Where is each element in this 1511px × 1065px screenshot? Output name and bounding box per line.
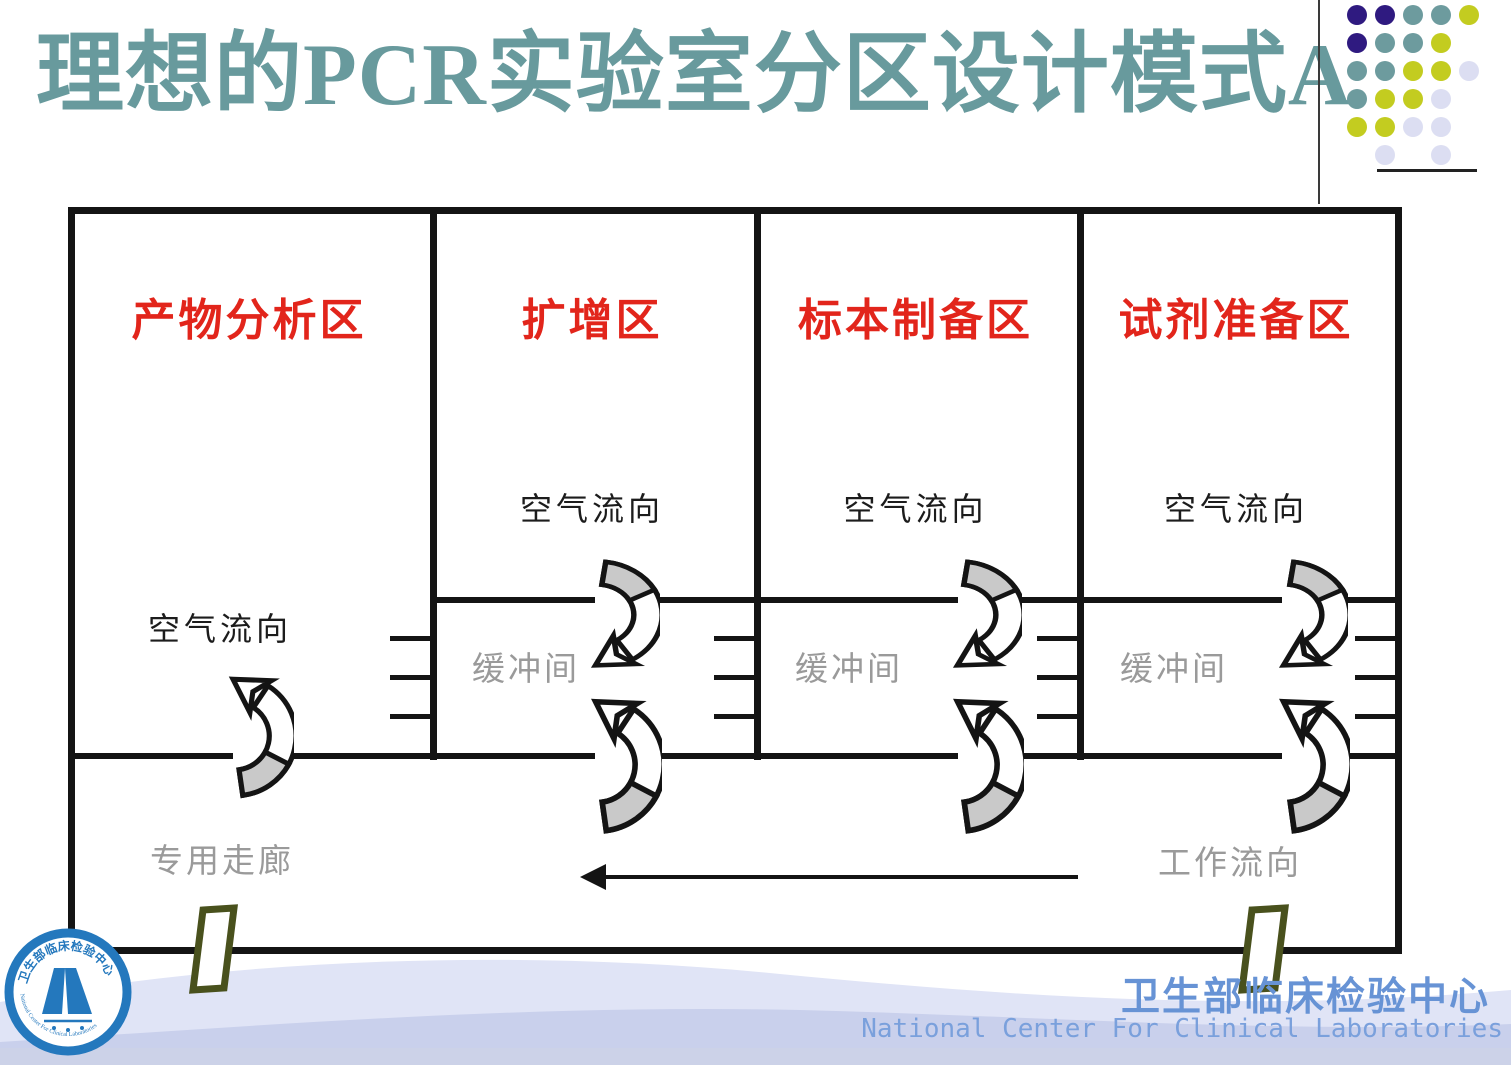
buffer-wall-segment — [1323, 597, 1395, 603]
room-divider-1 — [430, 207, 437, 760]
entry-door-icon — [1238, 904, 1289, 994]
footer-org-name-cn: 卫生部临床检验中心 — [1120, 976, 1490, 1019]
pass-box-hatch — [1355, 714, 1395, 719]
dot — [1431, 89, 1451, 109]
pass-box-hatch — [1037, 675, 1077, 680]
buffer-wall-segment — [437, 597, 595, 603]
entry-door-icon — [189, 904, 238, 994]
wave-decoration — [0, 959, 1511, 1065]
dot — [1431, 33, 1451, 53]
dot — [1375, 61, 1395, 81]
zone-label-amplification: 扩增区 — [521, 296, 663, 345]
air-flow-curved-arrow-icon — [226, 674, 294, 802]
pass-box-hatch — [714, 675, 754, 680]
buffer-room-label: 缓冲间 — [1120, 652, 1228, 688]
dot — [1347, 61, 1367, 81]
zone-label-reagent-prep: 试剂准备区 — [1118, 296, 1354, 345]
dot — [1347, 5, 1367, 25]
buffer-wall-segment — [1084, 597, 1282, 603]
pass-box-hatch — [390, 636, 430, 641]
corridor-wall-segment — [1003, 753, 1282, 759]
dot — [1403, 117, 1423, 137]
corridor-wall-segment — [277, 753, 595, 759]
buffer-wall-segment — [761, 597, 958, 603]
zone-label-product-analysis: 产物分析区 — [131, 296, 367, 345]
dot — [1375, 117, 1395, 137]
dot — [1403, 5, 1423, 25]
corridor-wall-segment — [640, 753, 958, 759]
buffer-wall-segment — [640, 597, 754, 603]
dot — [1375, 5, 1395, 25]
dot — [1347, 117, 1367, 137]
zone-label-specimen-prep: 标本制备区 — [798, 296, 1033, 345]
work-flow-arrow-line — [602, 875, 1078, 879]
dot — [1431, 61, 1451, 81]
dot — [1347, 33, 1367, 53]
air-flow-curved-arrow-icon — [950, 556, 1022, 670]
dot — [1403, 89, 1423, 109]
air-flow-label: 空气流向 — [519, 491, 664, 527]
corridor-wall-segment — [75, 753, 233, 759]
dot-grid-decoration — [1347, 5, 1497, 175]
dot — [1375, 33, 1395, 53]
dot — [1459, 5, 1479, 25]
dot — [1431, 117, 1451, 137]
dot — [1431, 145, 1451, 165]
title-separator-line — [1318, 0, 1320, 204]
air-flow-curved-arrow-icon — [1276, 556, 1348, 670]
buffer-wall-segment — [1003, 597, 1077, 603]
dot-grid-underline — [1377, 169, 1477, 172]
footer-org-name-en: National Center For Clinical Laboratorie… — [861, 1014, 1503, 1044]
pass-box-hatch — [1355, 675, 1395, 680]
wall-top — [68, 207, 1402, 214]
air-flow-curved-arrow-icon — [1276, 696, 1350, 838]
pass-box-hatch — [1037, 636, 1077, 641]
corridor-wall-segment — [1323, 753, 1395, 759]
air-flow-curved-arrow-icon — [950, 696, 1024, 838]
dot — [1403, 33, 1423, 53]
buffer-room-label: 缓冲间 — [795, 652, 903, 688]
air-flow-label: 空气流向 — [843, 491, 988, 527]
pass-box-hatch — [714, 636, 754, 641]
room-divider-3 — [1077, 207, 1084, 760]
organization-logo: 卫生部临床检验中心 National Center For Clinical L… — [4, 928, 132, 1056]
dot — [1459, 61, 1479, 81]
wall-left — [68, 207, 75, 954]
dot — [1431, 5, 1451, 25]
pass-box-hatch — [1037, 714, 1077, 719]
dot — [1375, 145, 1395, 165]
corridor-label: 专用走廊 — [150, 844, 294, 880]
wall-bottom — [68, 947, 1402, 954]
work-flow-arrow-icon — [580, 864, 606, 890]
pass-box-hatch — [390, 714, 430, 719]
air-flow-label: 空气流向 — [147, 611, 292, 647]
pass-box-hatch — [390, 675, 430, 680]
dot — [1347, 89, 1367, 109]
page-title: 理想的PCR实验室分区设计模式A — [36, 27, 1353, 124]
air-flow-label: 空气流向 — [1163, 491, 1308, 527]
buffer-room-label: 缓冲间 — [472, 652, 580, 688]
workflow-label: 工作流向 — [1158, 846, 1302, 882]
dot — [1403, 61, 1423, 81]
air-flow-curved-arrow-icon — [588, 696, 662, 838]
air-flow-curved-arrow-icon — [588, 556, 660, 670]
room-divider-2 — [754, 207, 761, 760]
pass-box-hatch — [1355, 636, 1395, 641]
pass-box-hatch — [714, 714, 754, 719]
dot — [1375, 89, 1395, 109]
wall-right — [1395, 207, 1402, 954]
